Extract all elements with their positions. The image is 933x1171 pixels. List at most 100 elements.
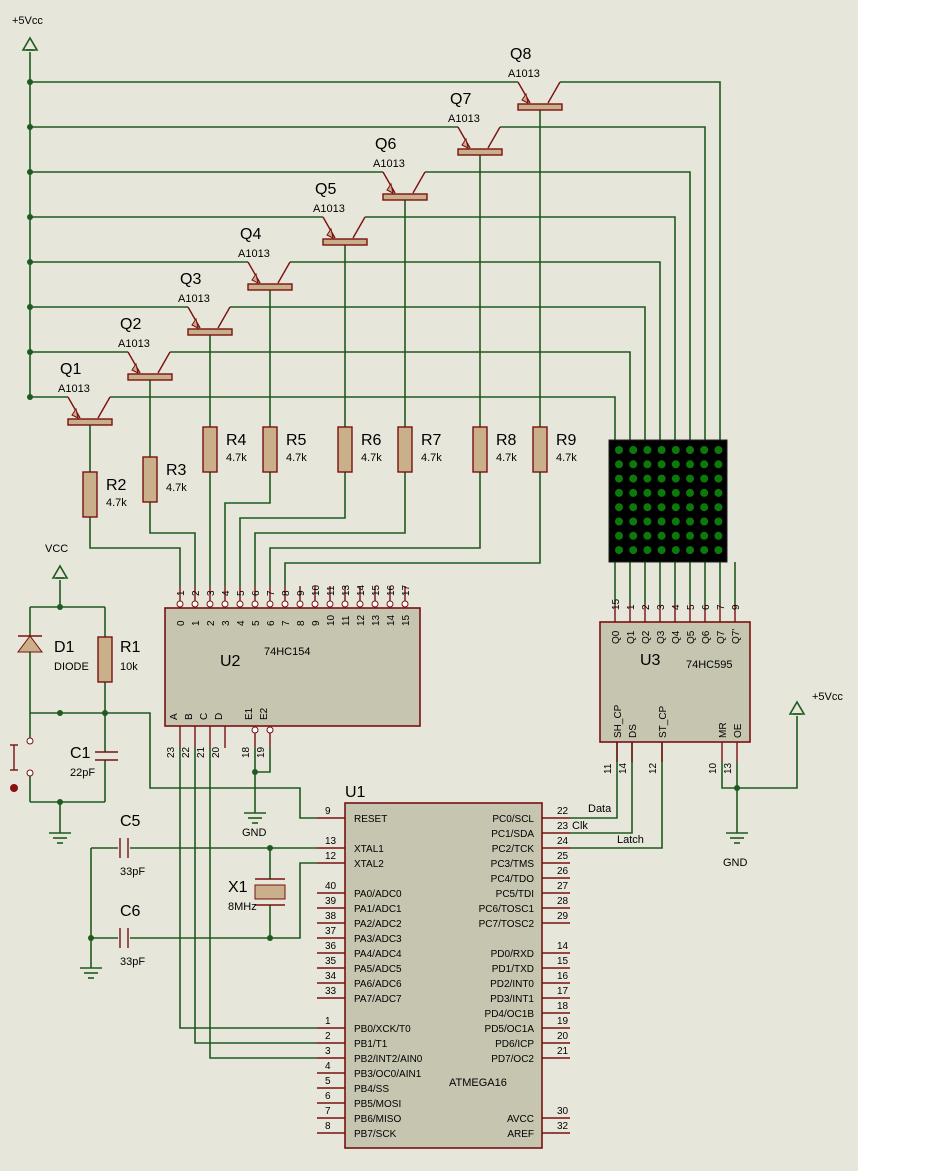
u2-pin-number: 5: [236, 590, 247, 596]
led: [700, 474, 709, 483]
junction-dot: [267, 935, 273, 941]
led: [671, 531, 680, 540]
emitter-arrow: [251, 272, 259, 284]
u2-bottom-label: C: [199, 713, 210, 720]
led: [700, 460, 709, 469]
latch-net: [570, 742, 663, 849]
led: [714, 546, 723, 555]
u3-part: 74HC595: [686, 659, 732, 671]
u2-input-wire-6: [269, 472, 481, 586]
u2-pin-bubble: [206, 600, 214, 608]
c5-value: 33pF: [120, 866, 145, 878]
emitter-arrow: [191, 317, 199, 329]
u3-bottom-pin-number: 11: [603, 763, 614, 774]
u2-part: 74HC154: [264, 646, 310, 658]
crystal-x1: [254, 884, 286, 900]
u1-pin-name: PA3/ADC3: [354, 934, 402, 945]
u2-pin-number: 3: [206, 590, 217, 596]
u2-pin-label: 5: [251, 620, 262, 626]
led: [629, 546, 638, 555]
led: [714, 446, 723, 454]
u1-pin-name: PB3/OC0/AIN1: [354, 1069, 422, 1080]
emitter-lead: [457, 126, 471, 149]
e1-bubble: [251, 726, 259, 734]
u2-input-wire-5: [254, 472, 406, 586]
led: [657, 517, 666, 526]
junction-dot: [57, 710, 63, 716]
u1-pin-name: PD3/INT1: [490, 994, 534, 1005]
c1-ref: C1: [70, 745, 91, 762]
u3-pin-number: 2: [641, 604, 652, 610]
transistor-ref: Q3: [180, 271, 201, 288]
u1-pin-number: 30: [557, 1106, 569, 1117]
u3-pin-number: 4: [671, 604, 682, 610]
u1-pin-number: 19: [557, 1016, 569, 1027]
emitter-arrow: [521, 92, 529, 104]
u2-pin-label: 15: [401, 614, 412, 626]
u2-pin-bubble: [251, 600, 259, 608]
u1-pin-number: 1: [325, 1016, 331, 1027]
button-contact: [26, 737, 34, 745]
u2-pin-bubble: [266, 600, 274, 608]
gnd1-label: GND: [242, 827, 267, 839]
transistor-ref: Q7: [450, 91, 471, 108]
u2-bottom-pin-number: 23: [166, 746, 177, 758]
collector-lead: [97, 396, 111, 419]
u1-pin-name: PD4/OC1B: [485, 1009, 535, 1020]
u2-pin-bubble: [176, 600, 184, 608]
resistor-r9: [532, 426, 548, 473]
u1-pin-number: 21: [557, 1046, 569, 1057]
u2-pin-bubble: [401, 600, 409, 608]
led: [657, 474, 666, 483]
u1-pin-name: PB2/INT2/AIN0: [354, 1054, 423, 1065]
resistor-value: 4.7k: [421, 452, 442, 464]
u3-pin-label: Q3: [656, 630, 667, 644]
led: [657, 446, 666, 454]
led: [615, 460, 623, 469]
collector-wire-2: [170, 351, 631, 440]
collector-lead: [412, 171, 426, 194]
resistor-r7: [397, 426, 413, 473]
u3-bottom-pin-number: 10: [708, 762, 719, 774]
transistor-value: A1013: [508, 68, 540, 80]
led: [629, 474, 638, 483]
u2-pin-label: 11: [341, 615, 352, 626]
u1-pin-name: PD7/OC2: [491, 1054, 534, 1065]
u2-pin-number: 14: [356, 584, 367, 596]
u1-pin-name: PC0/SCL: [492, 814, 534, 825]
u1-pin-number: 28: [557, 896, 569, 907]
junction-dot: [57, 604, 63, 610]
u1-pin-number: 6: [325, 1091, 331, 1102]
led: [657, 503, 666, 512]
junction-dot: [27, 124, 33, 130]
u3-pin-number: 3: [656, 604, 667, 610]
u2-pin-bubble: [296, 600, 304, 608]
u3-pin-label: Q7: [716, 630, 727, 644]
u1-pin-name: PD0/RXD: [491, 949, 534, 960]
u1-pin-name: PB0/XCK/T0: [354, 1024, 411, 1035]
junction-dot: [27, 259, 33, 265]
u1-pin-number: 5: [325, 1076, 331, 1087]
transistor-value: A1013: [178, 293, 210, 305]
u1-pin-number: 39: [325, 896, 337, 907]
collector-wire-5: [365, 216, 676, 440]
emitter-arrow: [326, 227, 334, 239]
x1-value: 8MHz: [228, 901, 257, 913]
u2-pin-label: 13: [371, 614, 382, 626]
u2-bottom-label: E1: [244, 707, 255, 720]
transistor-value: A1013: [373, 158, 405, 170]
resistor-value: 4.7k: [106, 497, 127, 509]
emitter-arrow: [386, 182, 394, 194]
led: [643, 460, 652, 469]
u1-pin-name: XTAL2: [354, 859, 384, 870]
resistor-value: 4.7k: [166, 482, 187, 494]
u1-pin-number: 27: [557, 881, 569, 892]
u2-pin-label: 9: [311, 620, 322, 626]
led: [629, 531, 638, 540]
junction-dot: [88, 935, 94, 941]
u3-body: [599, 621, 751, 743]
u1-pin-number: 37: [325, 926, 337, 937]
u2-pin-label: 0: [176, 620, 187, 626]
collector-lead: [277, 261, 291, 284]
led: [700, 488, 709, 497]
